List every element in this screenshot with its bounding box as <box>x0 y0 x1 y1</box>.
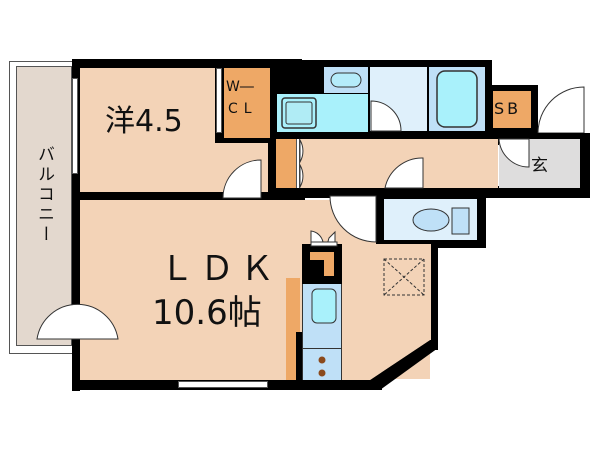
balcony-label: バルコニー <box>34 145 54 245</box>
hallway-storage <box>276 139 296 188</box>
stove-burners-icon <box>318 356 326 377</box>
ldk-label-1: ＬＤＫ <box>160 249 280 289</box>
storage-door-icon[interactable] <box>299 138 320 189</box>
ldk-diagonal-wall <box>370 340 438 390</box>
ldk-outer-wall <box>72 195 80 391</box>
wic-sliding-door[interactable] <box>216 68 222 133</box>
toilet-door-icon[interactable] <box>383 157 425 190</box>
western-room-right-wall <box>268 138 276 200</box>
fridge-shelf-cut <box>310 260 324 276</box>
fridge-door-icon[interactable] <box>309 228 339 247</box>
western-room-bottom-wall <box>80 192 305 200</box>
ldk-door-icon[interactable] <box>329 195 378 246</box>
western-room-door-icon[interactable] <box>222 159 262 200</box>
entrance-door-icon[interactable] <box>536 86 586 137</box>
shoe-box <box>493 91 531 128</box>
entrance-right-wall <box>580 133 590 198</box>
entrance-label: 玄 <box>531 156 548 176</box>
hallway <box>276 139 498 188</box>
bathroom-door-icon[interactable] <box>370 100 403 133</box>
ceiling-hatch-icon <box>383 258 425 296</box>
western-room-window[interactable] <box>72 78 78 174</box>
wic-label-2: CL <box>228 101 258 117</box>
wic-label-1: W― <box>226 79 254 95</box>
ldk-bottom-window[interactable] <box>178 381 268 388</box>
kitchen-wall <box>296 332 302 380</box>
kitchen-sink-icon <box>311 288 337 324</box>
western-room-label: 洋4.5 <box>105 104 183 139</box>
toilet-icon <box>412 207 470 235</box>
balcony-door-icon[interactable] <box>36 297 120 341</box>
washbasin-bowl-icon <box>330 72 362 88</box>
washing-machine-icon <box>281 97 317 129</box>
shoe-box-door-icon[interactable] <box>498 138 531 169</box>
counter-divider <box>302 348 342 349</box>
western-room-notch <box>80 73 135 193</box>
bathtub-icon <box>436 70 478 128</box>
balcony-door-frame <box>72 297 80 301</box>
balcony <box>16 66 72 346</box>
shoe-box-label: SB <box>494 99 522 118</box>
ldk-right-wall <box>430 240 438 350</box>
ldk-label-2: 10.6帖 <box>152 293 262 333</box>
